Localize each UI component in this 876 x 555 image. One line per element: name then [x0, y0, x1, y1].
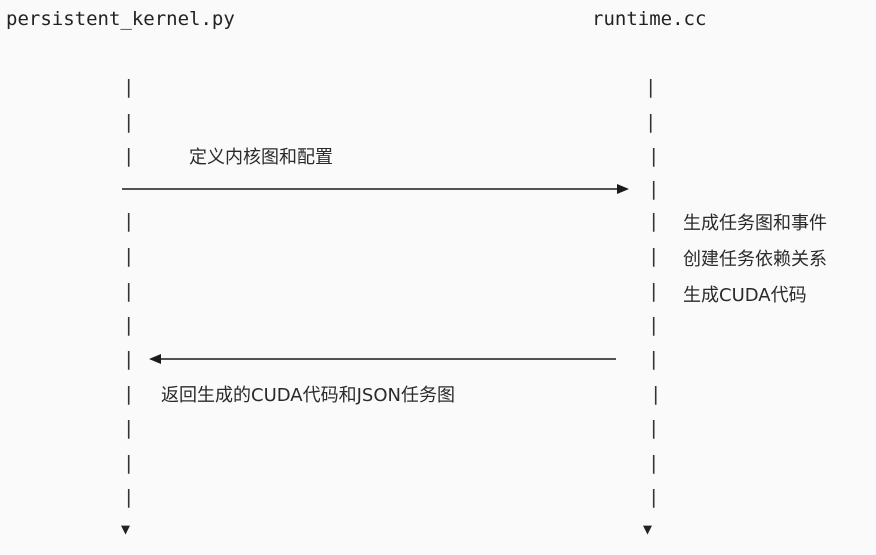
lifeline-segment: | [648, 245, 660, 267]
lifeline-segment: | [123, 348, 135, 370]
note-line: 生成CUDA代码 [683, 285, 807, 306]
lifeline-segment: | [648, 210, 660, 232]
lifeline-segment: | [123, 76, 135, 98]
right-notes: 生成任务图和事件 创建任务依赖关系 生成CUDA代码 [683, 206, 827, 314]
request-arrow [122, 184, 629, 194]
lifeline-segment: | [648, 145, 660, 167]
lifeline-segment: | [645, 111, 657, 133]
note-line: 生成任务图和事件 [683, 213, 827, 234]
left-lifeline-end-arrow: ▼ [121, 520, 131, 538]
lifeline-segment: | [648, 178, 660, 200]
request-message-label: 定义内核图和配置 [189, 147, 333, 168]
right-lifeline-end-arrow: ▼ [643, 520, 653, 538]
lifeline-segment: | [123, 145, 135, 167]
lifeline-segment: | [123, 486, 135, 508]
lifeline-segment: | [123, 280, 135, 302]
response-arrow [149, 354, 616, 364]
lifeline-segment: | [648, 280, 660, 302]
lifeline-segment: | [123, 452, 135, 474]
lifeline-segment: | [648, 314, 660, 336]
lifeline-segment: | [123, 111, 135, 133]
lifeline-segment: | [123, 314, 135, 336]
note-line: 创建任务依赖关系 [683, 249, 827, 270]
lifeline-segment: | [648, 417, 660, 439]
participant-left-title: persistent_kernel.py [6, 8, 235, 30]
lifeline-segment: | [123, 383, 135, 405]
lifeline-segment: | [645, 76, 657, 98]
participant-right-title: runtime.cc [592, 8, 707, 30]
lifeline-segment: | [123, 210, 135, 232]
lifeline-segment: | [123, 417, 135, 439]
lifeline-segment: | [648, 486, 660, 508]
response-message-label: 返回生成的CUDA代码和JSON任务图 [161, 385, 455, 406]
lifeline-segment: | [123, 245, 135, 267]
lifeline-segment: | [650, 383, 662, 405]
lifeline-segment: | [648, 452, 660, 474]
lifeline-segment: | [648, 348, 660, 370]
